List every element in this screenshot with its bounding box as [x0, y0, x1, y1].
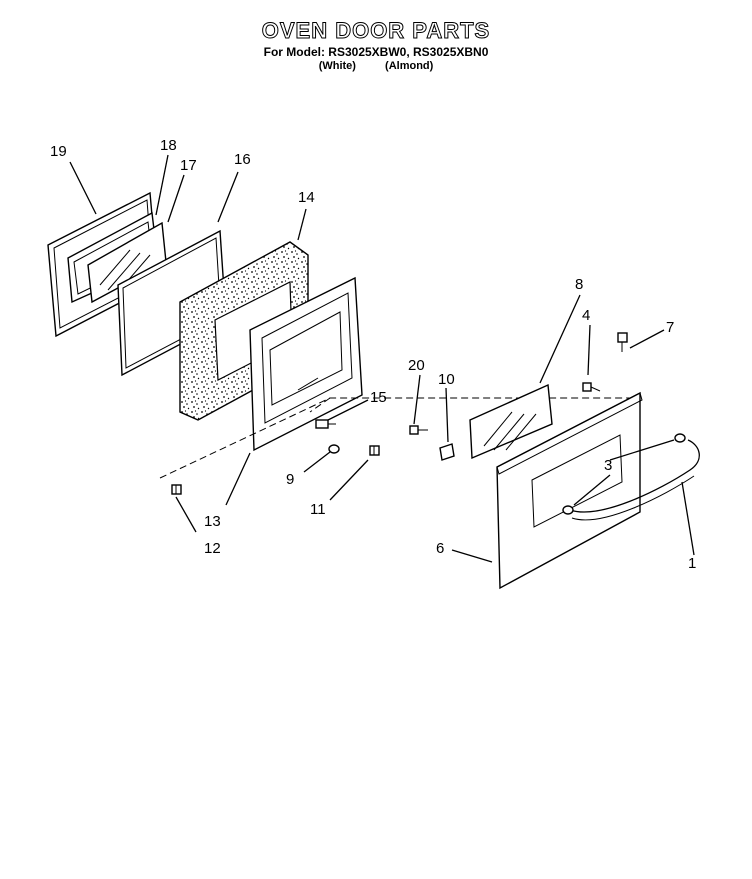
- color-almond: (Almond): [385, 60, 434, 72]
- end-cap-left: [562, 505, 574, 515]
- callout-1: 1: [688, 555, 696, 572]
- washer-part: [328, 444, 340, 454]
- callout-13: 13: [204, 513, 221, 530]
- screw-12-part: [171, 484, 182, 495]
- callout-7: 7: [666, 319, 674, 336]
- screw-20-part: [409, 425, 428, 435]
- model-line: For Model: RS3025XBW0, RS3025XBN0: [0, 45, 752, 59]
- handle-part: [569, 439, 700, 513]
- screw-4-part: [582, 382, 601, 392]
- callout-16: 16: [234, 151, 251, 168]
- callout-6: 6: [436, 540, 444, 557]
- screw-7-part: [617, 332, 628, 352]
- callout-4: 4: [582, 307, 590, 324]
- callout-3: 3: [604, 457, 612, 474]
- color-white: (White): [318, 60, 356, 72]
- callout-20: 20: [408, 357, 425, 374]
- callout-11: 11: [310, 501, 326, 518]
- model-prefix: For Model:: [263, 45, 325, 59]
- inner-glass-part: [87, 221, 167, 304]
- end-cap-right: [674, 433, 686, 443]
- model-numbers: RS3025XBW0, RS3025XBN0: [328, 45, 489, 59]
- callout-19: 19: [50, 143, 67, 160]
- hinge-screw-part: [315, 419, 336, 429]
- outer-glass-part: [469, 383, 553, 460]
- leader-lines: [69, 154, 695, 563]
- color-line: (White) (Almond): [0, 60, 752, 72]
- callout-17: 17: [180, 157, 197, 174]
- inner-door-panel-part: [249, 276, 363, 452]
- screw-11-part: [369, 445, 380, 456]
- callout-14: 14: [298, 189, 315, 206]
- callout-18: 18: [160, 137, 177, 154]
- callout-15: 15: [370, 389, 387, 406]
- callout-12: 12: [204, 540, 221, 557]
- outer-door-part: [496, 391, 643, 590]
- callout-9: 9: [286, 471, 294, 488]
- callout-8: 8: [575, 276, 583, 293]
- page-title: OVEN DOOR PARTS: [261, 18, 491, 44]
- clip-part: [439, 443, 455, 461]
- callout-10: 10: [438, 371, 455, 388]
- callout-labels: 19 18 17 16 14 8 4 7 20 10 15 9 11 13 12…: [50, 137, 696, 572]
